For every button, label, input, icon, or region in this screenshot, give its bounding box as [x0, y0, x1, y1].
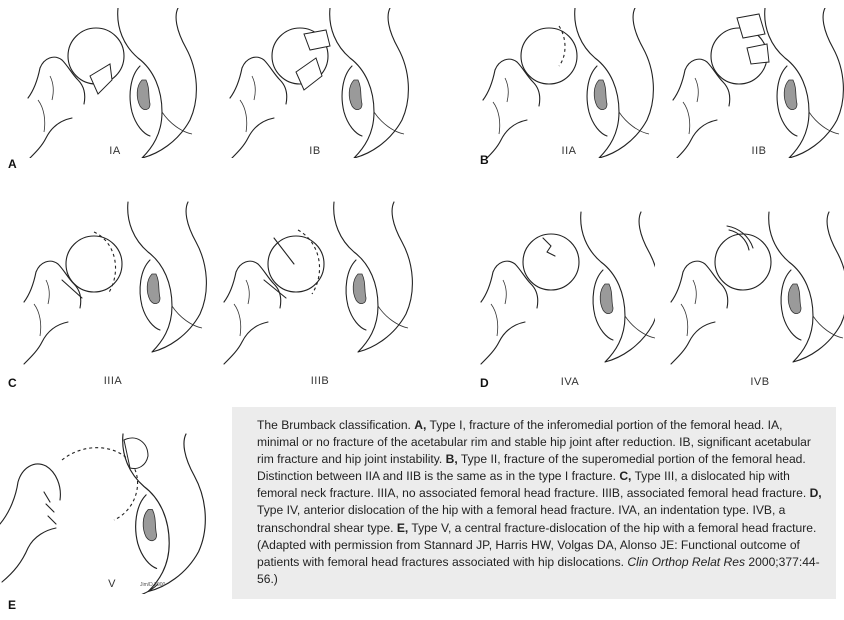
- figure-caption: The Brumback classification. A, Type I, …: [257, 417, 824, 588]
- subfigure-label-ia: IA: [100, 145, 130, 157]
- panel-letter-a: A: [8, 157, 17, 171]
- panel-letter-b: B: [480, 153, 489, 167]
- caption-box: The Brumback classification. A, Type I, …: [232, 407, 836, 599]
- illustration-iia: [475, 8, 655, 158]
- illustration-ia: [18, 8, 208, 158]
- caption-segment: E,: [397, 521, 408, 535]
- subfigure-label-ivb: IVB: [742, 376, 778, 388]
- illustration-iiib: [218, 192, 418, 372]
- subfigure-label-v: V: [102, 578, 122, 590]
- caption-segment: B,: [446, 452, 458, 466]
- caption-segment: C,: [619, 469, 631, 483]
- illustration-iva: [475, 192, 655, 372]
- caption-segment: Clin Orthop Relat Res: [627, 555, 745, 569]
- illustration-v: Jim/D 2000: [0, 414, 215, 594]
- subfigure-label-iiia: IIIA: [93, 375, 133, 387]
- illustration-iiia: [18, 192, 208, 372]
- artist-signature: Jim/D 2000: [140, 582, 166, 588]
- illustration-ivb: [665, 192, 844, 372]
- caption-segment: D,: [810, 486, 822, 500]
- panel-letter-d: D: [480, 376, 489, 390]
- caption-segments: A, Type I, fracture of the inferomedial …: [257, 418, 822, 586]
- panel-letter-e: E: [8, 598, 16, 612]
- subfigure-label-iia: IIA: [552, 145, 586, 157]
- subfigure-label-iva: IVA: [552, 376, 588, 388]
- illustration-iib: [665, 8, 844, 158]
- subfigure-label-iib: IIB: [742, 145, 776, 157]
- subfigure-label-ib: IB: [300, 145, 330, 157]
- caption-intro: The Brumback classification.: [257, 418, 414, 432]
- caption-segment: A,: [414, 418, 426, 432]
- illustration-ib: [220, 8, 420, 158]
- panel-letter-c: C: [8, 376, 17, 390]
- subfigure-label-iiib: IIIB: [300, 375, 340, 387]
